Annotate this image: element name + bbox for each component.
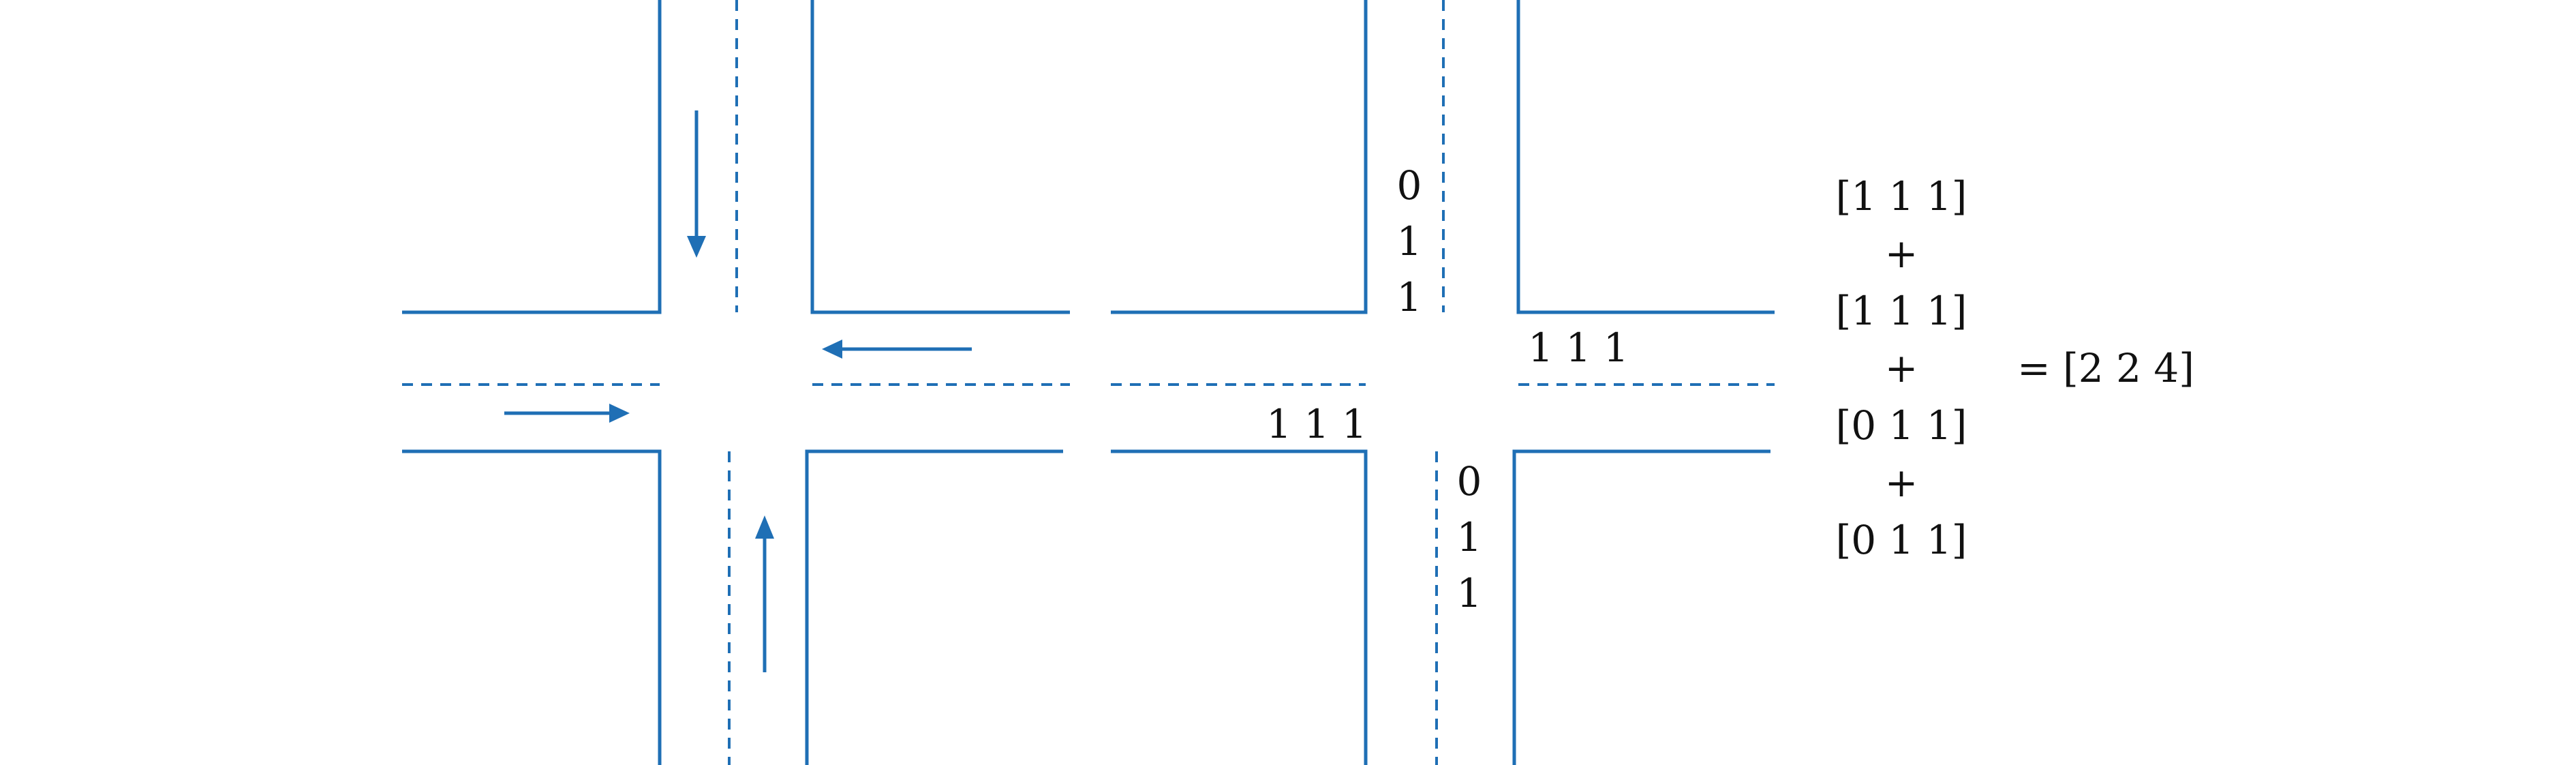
north-vector-digit: 0 — [1397, 162, 1422, 209]
vector-sum-equation: [1 1 1] + [1 1 1] + [0 1 1] + [0 1 1] = … — [1836, 173, 2194, 563]
equation-term: [1 1 1] — [1836, 288, 1967, 334]
arrow-left-icon — [822, 340, 972, 359]
south-vector: 0 1 1 — [1457, 458, 1482, 616]
arrow-right-icon — [504, 404, 630, 423]
arrow-up-icon — [755, 515, 774, 672]
plus-operator: + — [1885, 230, 1918, 277]
right-intersection: 0 1 1 0 1 1 1 1 1 1 1 1 — [1111, 0, 1775, 765]
equation-term: [1 1 1] — [1836, 173, 1967, 220]
left-intersection — [402, 0, 1070, 765]
north-vector-digit: 1 — [1397, 274, 1422, 320]
road-edge — [810, 0, 1070, 314]
road-edge — [1111, 449, 1368, 765]
road-edge — [402, 449, 662, 765]
east-vector: 1 1 1 — [1528, 325, 1629, 371]
south-vector-digit: 1 — [1457, 514, 1482, 560]
road-edge — [805, 449, 1063, 765]
road-edge — [1512, 449, 1770, 765]
arrow-down-icon — [687, 110, 706, 258]
plus-operator: + — [1885, 345, 1918, 391]
equation-term: [0 1 1] — [1836, 402, 1967, 449]
equation-result: = [2 2 4] — [2017, 345, 2194, 391]
north-vector: 0 1 1 — [1397, 162, 1422, 320]
road-edge — [1111, 0, 1368, 314]
west-vector: 1 1 1 — [1266, 401, 1367, 447]
south-vector-digit: 1 — [1457, 570, 1482, 616]
equation-term: [0 1 1] — [1836, 517, 1967, 563]
south-vector-digit: 0 — [1457, 458, 1482, 505]
plus-operator: + — [1885, 460, 1918, 506]
north-vector-digit: 1 — [1397, 218, 1422, 265]
road-edge — [402, 0, 662, 314]
road-edge — [1516, 0, 1775, 314]
